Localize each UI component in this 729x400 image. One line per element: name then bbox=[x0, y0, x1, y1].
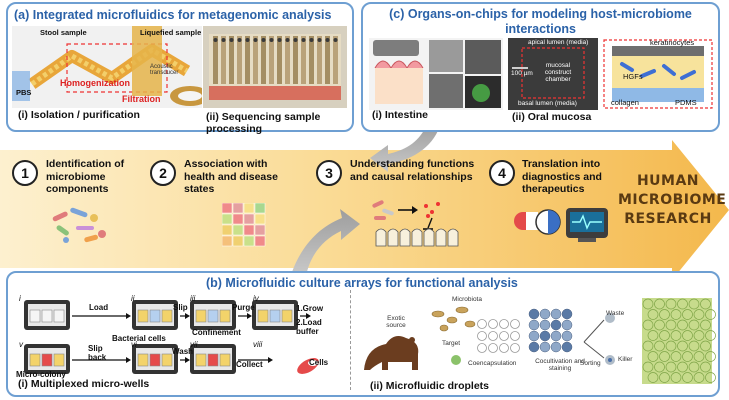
sequencing-chip-photo bbox=[203, 26, 347, 108]
load-buffer-label: 2.Load buffer bbox=[296, 318, 322, 336]
micro-colony-label: Micro-colony bbox=[16, 370, 66, 379]
wash-label: Wash bbox=[172, 347, 194, 356]
roman-iii: iii bbox=[190, 294, 196, 303]
homogenization-label: Homogenization bbox=[60, 78, 130, 88]
isolation-chip-illustration bbox=[12, 26, 202, 108]
filtration-label: Filtration bbox=[122, 94, 161, 104]
roman-vii: vii bbox=[190, 340, 198, 349]
panel-b-caption-ii: (ii) Microfluidic droplets bbox=[370, 380, 490, 392]
association-heatmap-icon bbox=[222, 203, 266, 247]
sorting-label: Sorting bbox=[580, 360, 601, 367]
purge-label: Purge bbox=[232, 303, 255, 312]
coencapsulation-label: Coencapsulation bbox=[468, 360, 517, 367]
intestine-chip-illustration bbox=[369, 38, 503, 110]
panel-c-caption-ii: (ii) Oral mucosa bbox=[512, 111, 592, 123]
waste-label: Waste bbox=[606, 310, 625, 317]
panel-a-caption-i: (i) Isolation / purification bbox=[18, 109, 140, 121]
gray-arrow-up bbox=[292, 209, 360, 276]
step-2-text: Association with health and disease stat… bbox=[184, 158, 278, 195]
stool-label: Stool sample bbox=[40, 28, 87, 37]
liquefied-label: Liquefied sample bbox=[140, 28, 202, 37]
exotic-source-label: Exotic source bbox=[386, 315, 406, 329]
micro-wells-schematic bbox=[24, 300, 319, 374]
panel-c-title: (c) Organs-on-chips for modeling host-mi… bbox=[389, 7, 692, 36]
gray-arrow-down bbox=[370, 122, 440, 172]
roman-iv: iv bbox=[253, 294, 259, 303]
step-4-text: Translation into diagnostics and therape… bbox=[522, 158, 602, 195]
panel-c-caption-i: (i) Intestine bbox=[372, 109, 429, 121]
oral-mucosa-chip-photo bbox=[508, 38, 598, 110]
diagnostics-therapeutics-icon bbox=[514, 208, 608, 242]
roman-viii: viii bbox=[253, 340, 263, 349]
microbiota-label: Microbiota bbox=[452, 296, 482, 303]
panel-b bbox=[6, 271, 720, 397]
step-3-text: Understanding functions and causal relat… bbox=[350, 158, 475, 183]
roman-v: v bbox=[19, 340, 23, 349]
arrow-label: HUMAN MICROBIOME RESEARCH bbox=[618, 172, 727, 229]
scale-label: 100 µm bbox=[511, 70, 533, 77]
cells-label: Cells bbox=[309, 358, 329, 367]
step-3-number: 3 bbox=[316, 160, 342, 186]
panel-b-caption-i: (i) Multiplexed micro-wells bbox=[18, 378, 150, 390]
slip-label: Slip bbox=[173, 303, 188, 312]
panel-a-title: (a) Integrated microfluidics for metagen… bbox=[14, 8, 332, 22]
pdms-label: PDMS bbox=[675, 98, 697, 107]
keratinocytes-label: keratinocytes bbox=[650, 38, 695, 47]
cocultivation-label: Cocultivation and staining bbox=[535, 358, 585, 372]
panel-a-caption-ii: (ii) Sequencing sample processing bbox=[206, 111, 321, 135]
load-label: Load bbox=[89, 303, 109, 312]
step-1-number: 1 bbox=[12, 160, 38, 186]
step-2-number: 2 bbox=[150, 160, 176, 186]
causal-relationship-icon bbox=[372, 200, 459, 247]
panel-b-title: (b) Microfluidic culture arrays for func… bbox=[206, 276, 518, 290]
step-1-text: Identification of microbiome components bbox=[46, 158, 125, 195]
basal-label: basal lumen (media) bbox=[518, 100, 577, 107]
slip-back-label: Slip back bbox=[88, 344, 107, 362]
arrow-label-line-1: HUMAN bbox=[636, 173, 700, 189]
oral-mucosa-schematic bbox=[602, 38, 714, 110]
confinement-label: Confinement bbox=[192, 328, 241, 337]
pbs-label: PBS bbox=[16, 88, 32, 97]
hgfs-label: HGFs bbox=[623, 72, 643, 81]
killer-label: Killer bbox=[618, 356, 633, 363]
mucosal-label: mucosal construct chamber bbox=[544, 62, 572, 83]
bacterial-cells-label: Bacterial cells bbox=[112, 334, 166, 343]
microbiome-components-icon bbox=[52, 207, 106, 243]
roman-i: i bbox=[19, 294, 21, 303]
collagen-label: collagen bbox=[611, 98, 639, 107]
roman-ii: ii bbox=[131, 294, 135, 303]
arrow-label-line-2: MICROBIOME bbox=[618, 192, 727, 208]
acoustic-label: Acoustic transducer bbox=[150, 64, 179, 76]
arrow-label-line-3: RESEARCH bbox=[624, 211, 712, 227]
collect-label: Collect bbox=[236, 360, 263, 369]
grow-label: 1.Grow bbox=[296, 304, 324, 313]
apical-label: apical lumen (media) bbox=[528, 39, 589, 46]
target-label: Target bbox=[442, 340, 461, 347]
step-4-number: 4 bbox=[489, 160, 515, 186]
panel-b-divider bbox=[350, 290, 352, 390]
roman-vi: vi bbox=[131, 340, 137, 349]
droplets-schematic bbox=[364, 298, 716, 384]
